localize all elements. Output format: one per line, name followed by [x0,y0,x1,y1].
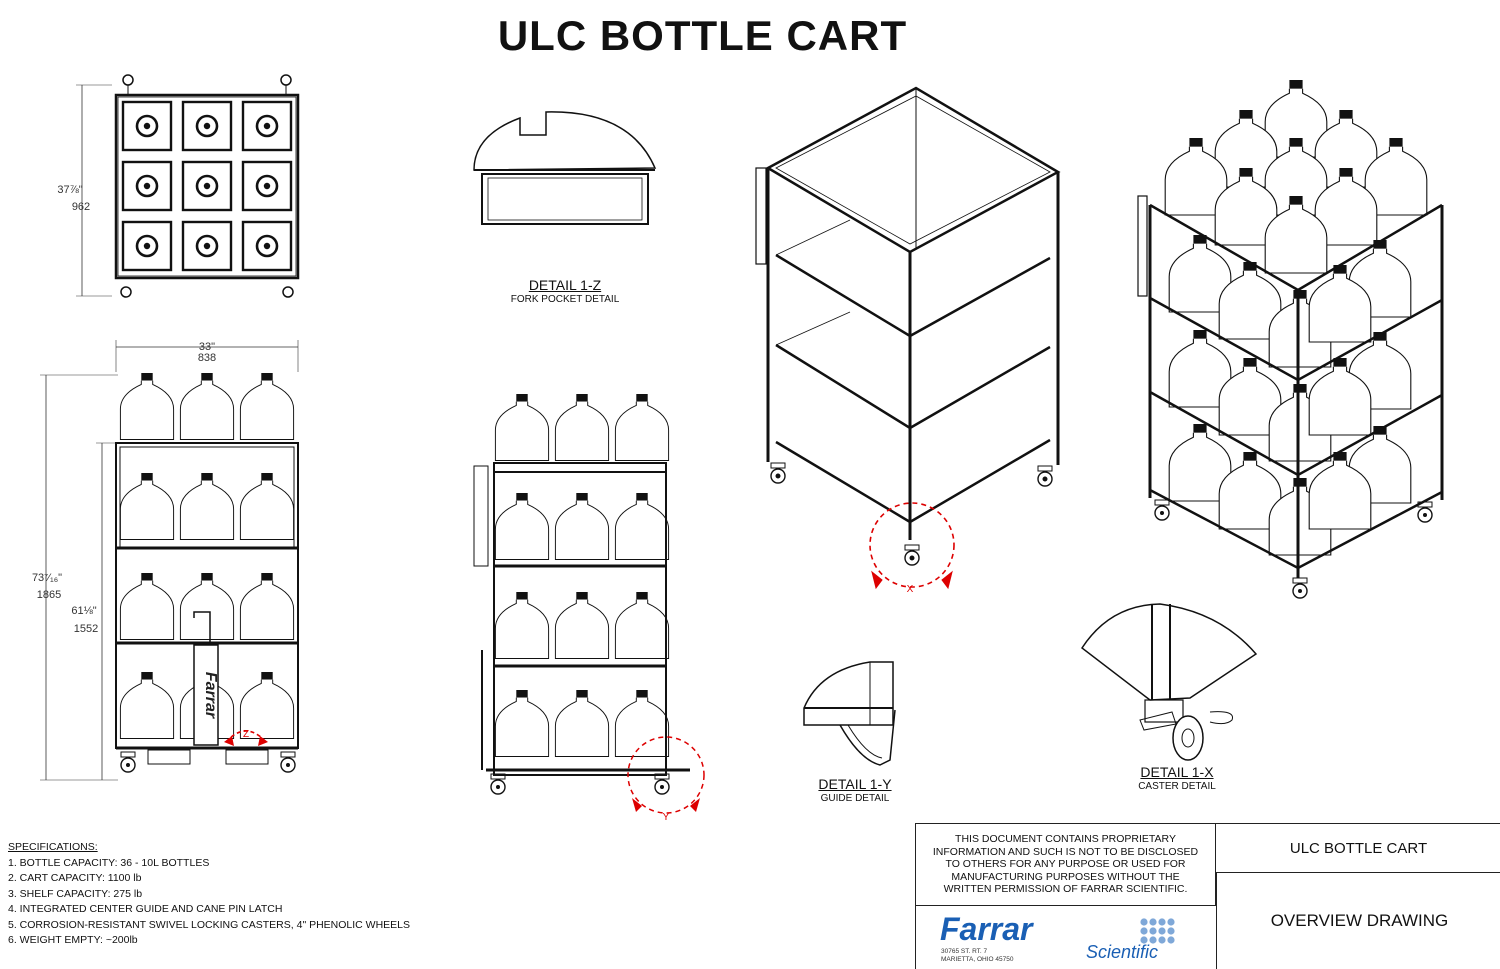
spec-item: 2. CART CAPACITY: 1100 lb [8,872,142,884]
bottle-top-icon [121,220,173,272]
specs-heading: SPECIFICATIONS: [8,841,98,853]
address-line: MARIETTA, OHIO 45750 [941,955,1014,963]
logo-dot-icon [1140,936,1148,944]
bottle-icon [554,492,610,560]
bottle-icon [494,591,550,659]
top-depth-mm: 962 [72,201,90,213]
bottle-top-icon [121,160,173,212]
empty-cart-isometric [755,86,1061,590]
width-in: 33" [199,341,215,353]
bottle-top-icon [181,220,233,272]
bottle-icon [239,572,295,640]
bottle-top-icon [121,100,173,152]
drawing-type: OVERVIEW DRAWING [1216,872,1500,969]
bottle-icon [554,591,610,659]
proprietary-notice: THIS DOCUMENT CONTAINS PROPRIETARY INFOR… [916,824,1216,906]
side-view [473,393,705,814]
bottle-icon [179,572,235,640]
detail-y-drawing [803,661,896,766]
notice-line: WRITTEN PERMISSION OF FARRAR SCIENTIFIC. [943,883,1188,896]
marker-z: Z [243,729,249,740]
height-frame-mm: 1552 [74,623,98,635]
bottle-top-icon [241,160,293,212]
spec-item: 4. INTEGRATED CENTER GUIDE AND CANE PIN … [8,903,283,915]
title-block: THIS DOCUMENT CONTAINS PROPRIETARY INFOR… [915,823,1500,969]
bottle-icon [614,492,670,560]
logo-dot-icon [1158,936,1166,944]
logo-dot-icon [1149,918,1157,926]
notice-line: MANUFACTURING PURPOSES WITHOUT THE [951,870,1180,883]
detail-z-title: DETAIL 1-Z [528,277,602,293]
width-mm: 838 [198,352,216,364]
detail-y-title: DETAIL 1-Y [818,776,892,792]
detail-x-title: DETAIL 1-X [1140,764,1214,780]
bottle-icon [119,671,175,739]
detail-y-subtitle: GUIDE DETAIL [820,793,890,804]
spec-item: 5. CORROSION-RESISTANT SWIVEL LOCKING CA… [8,918,411,931]
spec-item: 1. BOTTLE CAPACITY: 36 - 10L BOTTLES [8,856,210,869]
bottle-icon [554,689,610,757]
logo-dot-icon [1158,927,1166,935]
bottle-icon [119,472,175,540]
height-total-mm: 1865 [37,589,61,601]
bottle-icon [239,472,295,540]
logo-dot-icon [1167,936,1175,944]
logo-dot-icon [1140,918,1148,926]
detail-x-subtitle: CASTER DETAIL [1138,781,1216,792]
bottle-icon [614,393,670,461]
bottle-icon [119,372,175,440]
height-frame-in: 61⅛" [71,605,96,617]
spec-item: 3. SHELF CAPACITY: 275 lb [8,887,143,900]
bottle-icon [179,472,235,540]
marker-x: X [907,584,914,595]
drawing-title: ULC BOTTLE CART [497,12,908,59]
address: 30765 ST. RT. 7 MARIETTA, OHIO 45750 [941,948,1013,963]
drawing-name: ULC BOTTLE CART [1216,824,1500,873]
loaded-cart-isometric [1137,79,1444,599]
address-line: 30765 ST. RT. 7 [941,948,988,955]
height-total-in: 73⁷⁄₁₆" [32,572,62,584]
bottle-icon [494,689,550,757]
front-view: Farrar [40,340,299,781]
logo-dot-icon [1167,918,1175,926]
specifications: SPECIFICATIONS: 1. BOTTLE CAPACITY: 36 -… [8,840,410,949]
bottle-icon [614,591,670,659]
top-view [76,74,300,298]
bottle-icon [614,689,670,757]
notice-line: THIS DOCUMENT CONTAINS PROPRIETARY [955,833,1176,845]
detail-x-drawing [1080,603,1258,761]
logo-main-text: Farrar [940,912,1034,947]
farrar-logo: Farrar Scientific [940,912,1175,962]
bottle-icon [179,372,235,440]
bottle-icon [119,572,175,640]
logo-sub-text: Scientific [1086,942,1158,962]
bottle-icon [494,393,550,461]
detail-z-subtitle: FORK POCKET DETAIL [510,294,620,305]
logo-dot-icon [1140,927,1148,935]
bottle-top-icon [181,160,233,212]
marker-y: Y [663,812,670,823]
logo-dot-icon [1149,936,1157,944]
notice-line: TO OTHERS FOR ANY PURPOSE OR USED FOR [945,858,1186,871]
top-depth-in: 37⅞" [57,184,82,196]
detail-z-drawing [473,111,657,225]
notice-line: INFORMATION AND SUCH IS NOT TO BE DISCLO… [932,845,1199,858]
bottle-top-icon [181,100,233,152]
bottle-top-icon [241,220,293,272]
bottle-icon [494,492,550,560]
logo-dot-icon [1149,927,1157,935]
logo-dot-icon [1158,918,1166,926]
logo-dot-icon [1167,927,1175,935]
bottle-top-icon [241,100,293,152]
front-logo-text: Farrar [202,672,219,719]
spec-item: 6. WEIGHT EMPTY: ~200lb [8,934,138,946]
bottle-icon [554,393,610,461]
bottle-icon [239,372,295,440]
